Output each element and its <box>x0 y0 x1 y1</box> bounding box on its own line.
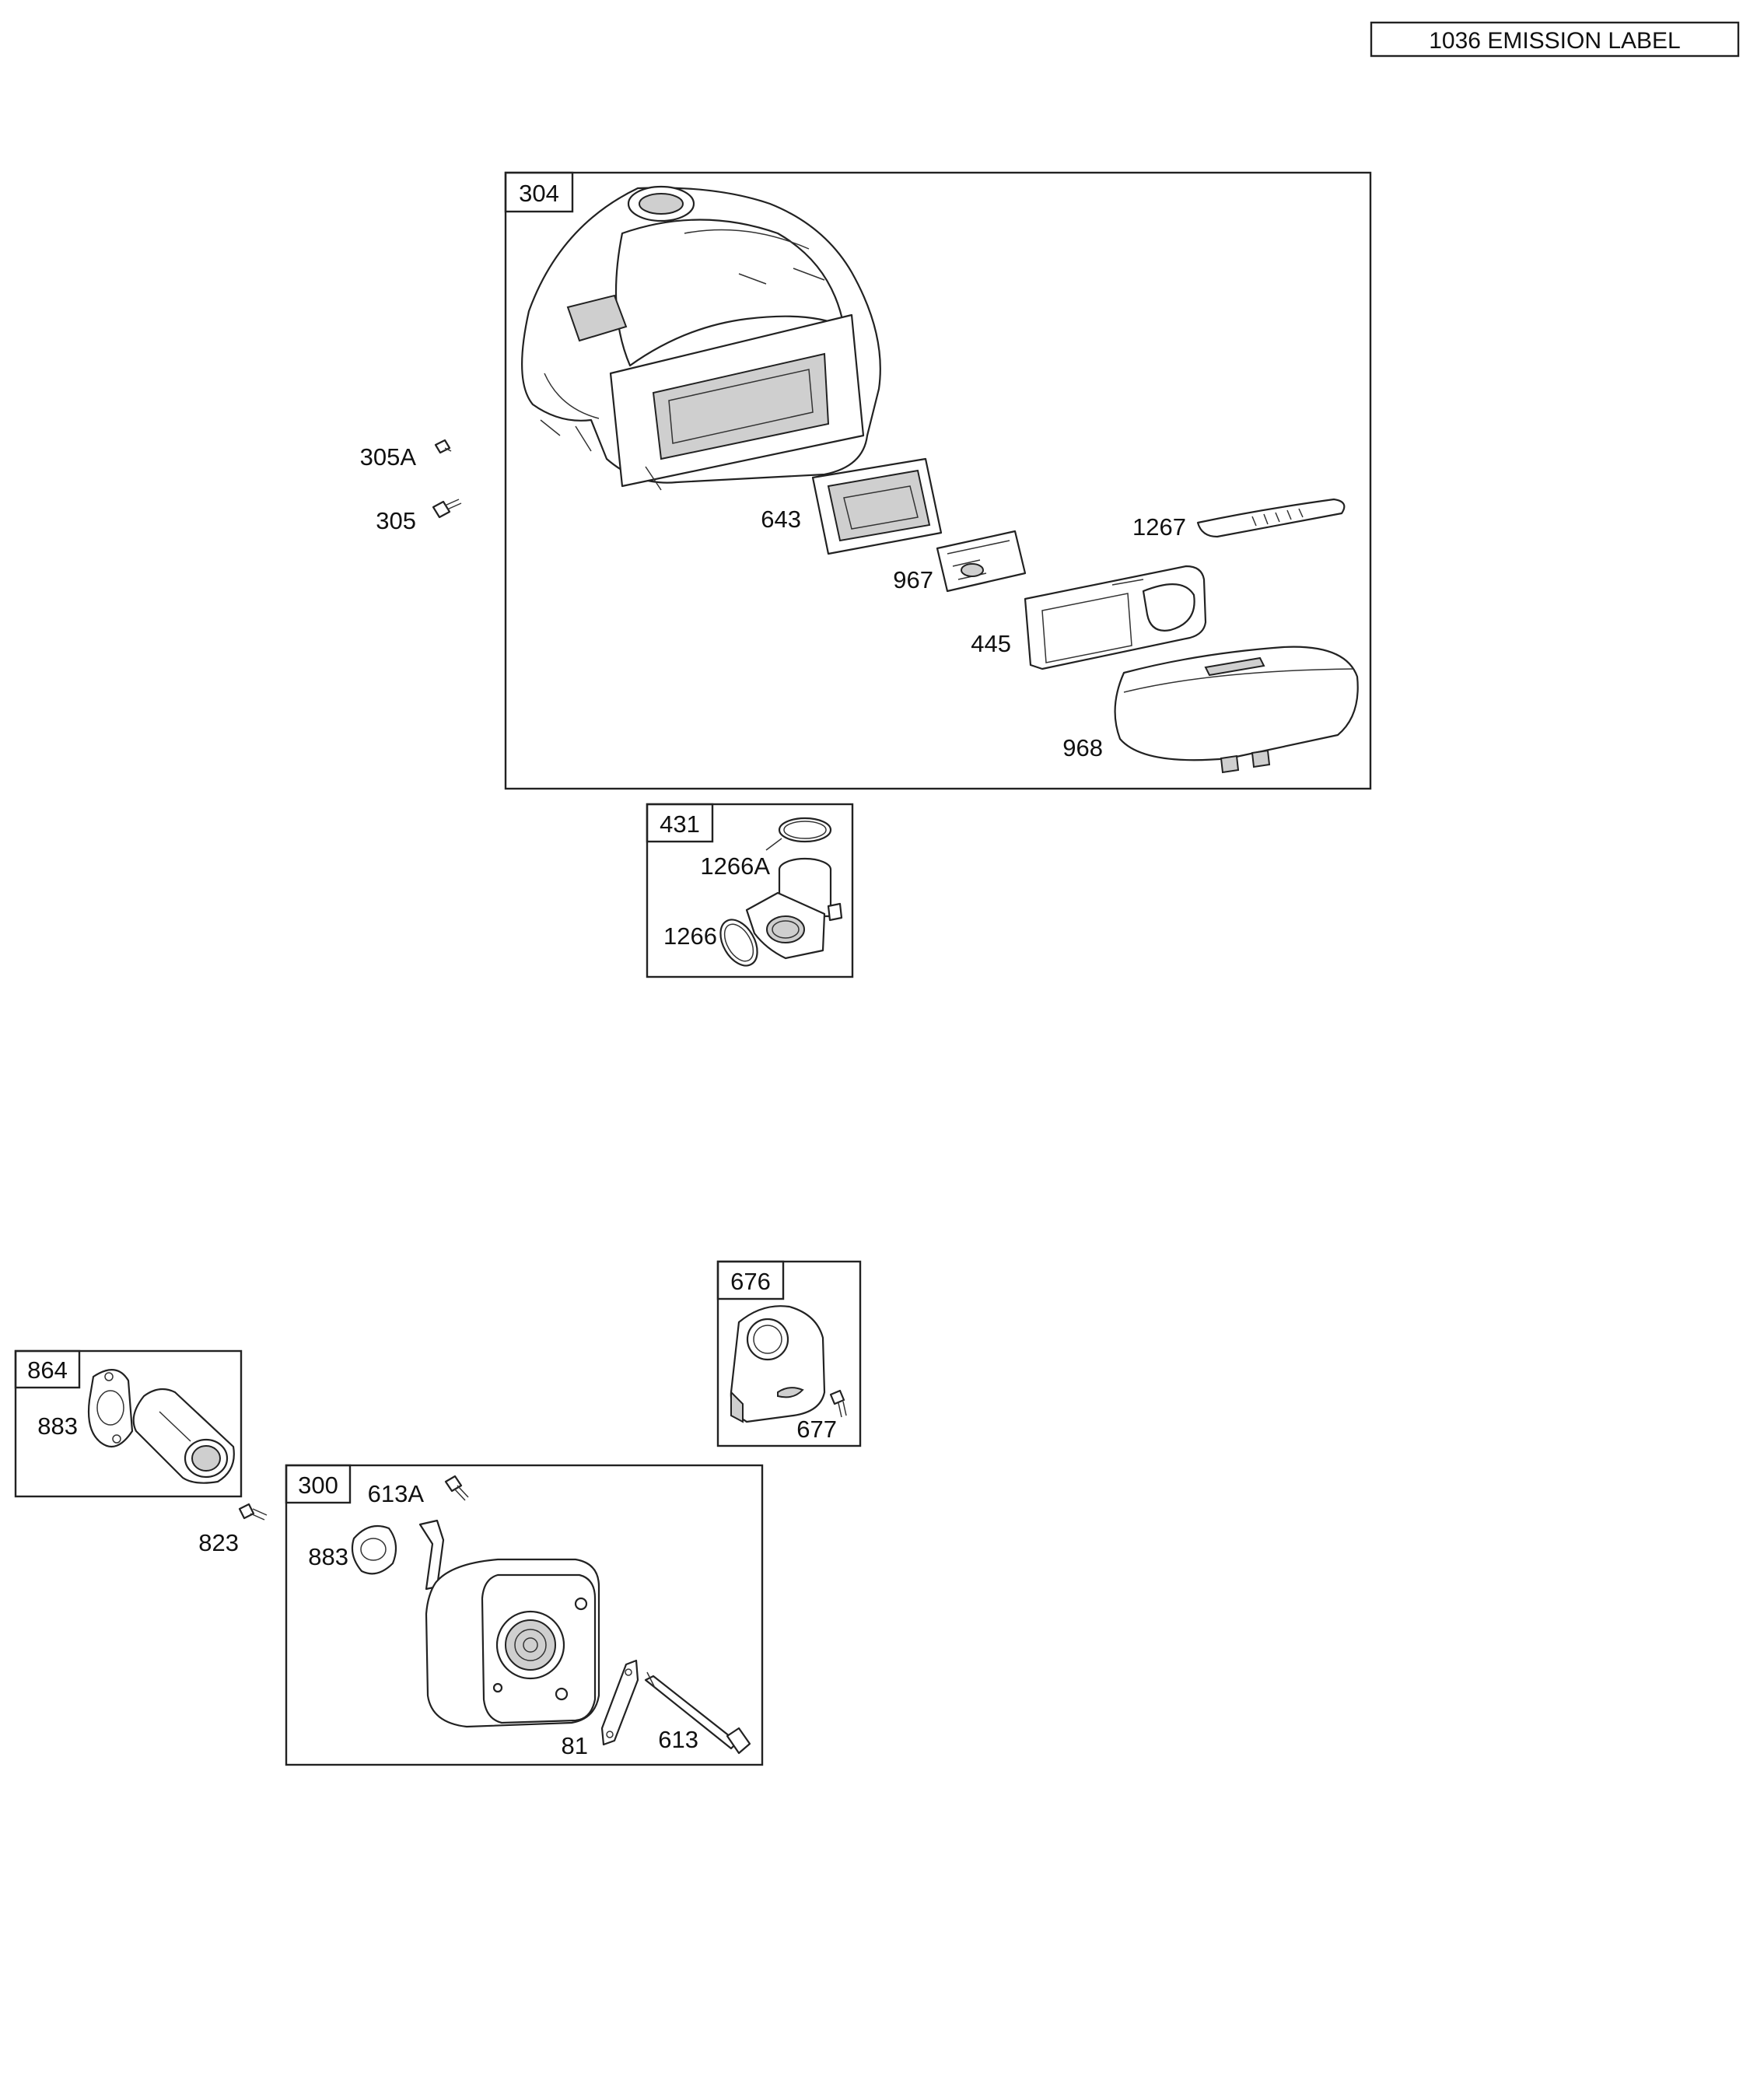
group-304-frame <box>504 171 1372 790</box>
air-cleaner-cover-968-illustration <box>1114 646 1359 774</box>
group-676-number-box <box>716 1260 785 1300</box>
part-label-968: 968 <box>1062 734 1103 761</box>
screw-823-illustration <box>238 1503 268 1521</box>
part-label-883-a: 883 <box>37 1412 78 1440</box>
air-guide-643-illustration <box>811 457 943 555</box>
group-431-number: 431 <box>660 810 700 838</box>
muffler-illustration <box>418 1519 600 1728</box>
blower-housing-illustration <box>521 185 881 491</box>
part-label-613: 613 <box>658 1726 698 1753</box>
group-864-number: 864 <box>27 1356 68 1384</box>
group-304-number: 304 <box>519 180 559 207</box>
screw-305A-illustration <box>434 439 452 454</box>
part-label-643: 643 <box>761 506 801 533</box>
group-431: 431 1266A 1266 <box>646 803 854 978</box>
screw-305-illustration <box>432 499 462 519</box>
emission-label-reference: 1036 EMISSION LABEL <box>1370 21 1740 58</box>
gasket-883-b-illustration <box>351 1524 397 1575</box>
part-label-1267: 1267 <box>1132 513 1186 541</box>
part-label-823: 823 <box>198 1529 239 1556</box>
part-label-613A: 613A <box>368 1480 425 1507</box>
part-label-81: 81 <box>562 1732 588 1759</box>
muffler-deflector-illustration <box>730 1305 826 1423</box>
intake-elbow-illustration <box>745 857 843 960</box>
group-431-frame <box>646 803 854 978</box>
group-864: 864 883 <box>14 1349 243 1498</box>
group-864-number-box <box>14 1349 81 1389</box>
exhaust-adapter-illustration <box>132 1388 235 1484</box>
emission-label-text: 1036 EMISSION LABEL <box>1429 28 1681 54</box>
air-filter-445-illustration <box>1024 565 1207 670</box>
group-300-number-box <box>285 1464 352 1504</box>
group-676: 676 677 <box>716 1260 862 1447</box>
handle-1267-illustration <box>1196 498 1346 538</box>
group-864-frame <box>14 1349 243 1498</box>
gasket-883-a-illustration <box>87 1369 134 1448</box>
group-676-frame <box>716 1260 862 1447</box>
part-label-677: 677 <box>796 1416 837 1443</box>
group-304-number-box <box>504 171 574 213</box>
group-300-frame <box>285 1464 764 1766</box>
group-676-number: 676 <box>730 1268 771 1295</box>
screw-677-illustration <box>829 1389 847 1418</box>
part-label-305: 305 <box>376 507 416 534</box>
group-304: 304 643 967 <box>504 171 1372 790</box>
group-431-number-box <box>646 803 714 843</box>
screw-613A-illustration <box>444 1475 469 1501</box>
part-label-1266: 1266 <box>663 922 717 950</box>
part-label-967: 967 <box>893 566 933 593</box>
part-label-305A: 305A <box>360 443 417 471</box>
lock-plate-81-illustration <box>600 1659 639 1746</box>
part-label-1266A: 1266A <box>700 852 770 880</box>
group-300-number: 300 <box>298 1472 338 1499</box>
part-label-883-b: 883 <box>308 1543 348 1570</box>
part-label-445: 445 <box>971 630 1011 657</box>
screw-613-illustration <box>644 1671 751 1755</box>
group-300: 300 613A 883 81 <box>285 1464 764 1766</box>
label-967-illustration <box>936 530 1027 593</box>
